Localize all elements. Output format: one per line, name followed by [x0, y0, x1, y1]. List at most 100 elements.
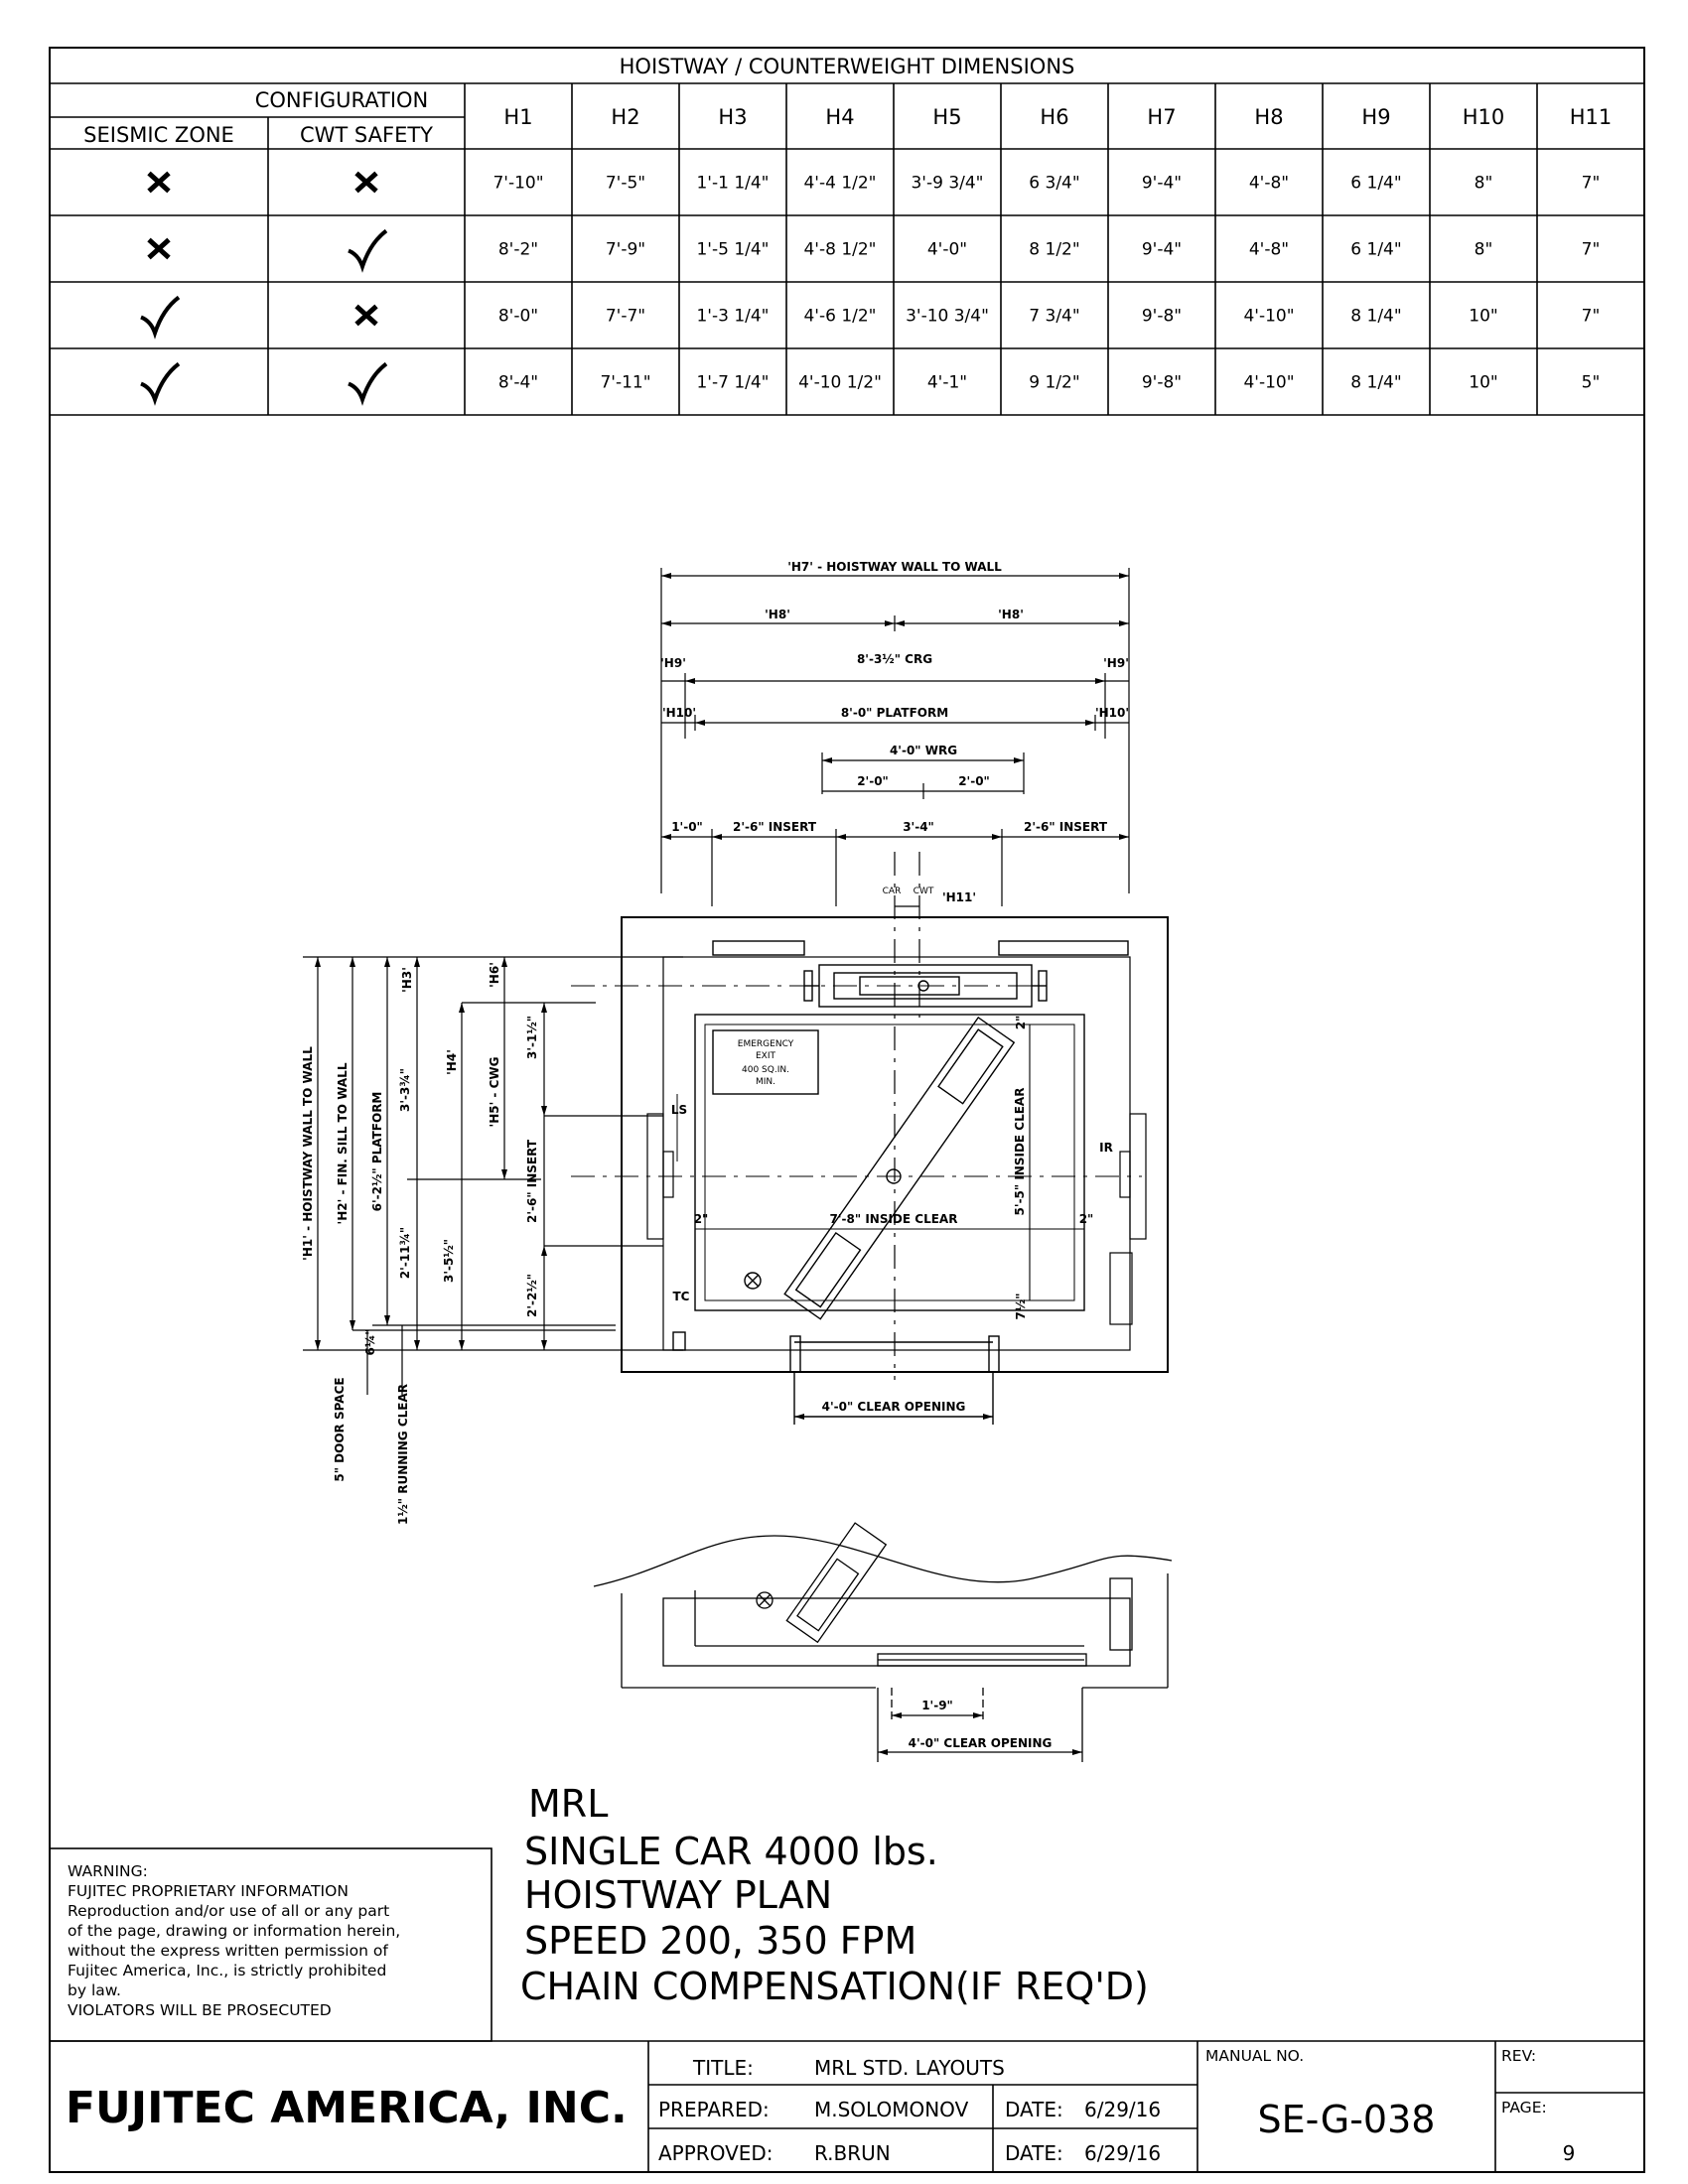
table-cell: 8'-4" [498, 373, 538, 393]
warning-line-8: VIOLATORS WILL BE PROSECUTED [68, 2001, 332, 2019]
h9-right-label: 'H9' [1103, 656, 1129, 670]
column-header-h9: H9 [1361, 105, 1390, 129]
h4-vertical: 'H4' [445, 1049, 459, 1075]
h9-left-label: 'H9' [660, 656, 686, 670]
column-header-h5: H5 [932, 105, 961, 129]
dim-arrowheads [661, 573, 1129, 840]
plan-labels: 'H7' - HOISTWAY WALL TO WALL 'H8' 'H8' '… [301, 560, 1129, 1750]
table-cell: 9'-8" [1142, 307, 1182, 327]
table-cell: 7'-9" [606, 240, 645, 260]
table-cell: 1'-5 1/4" [696, 240, 769, 260]
tc-label: TC [673, 1290, 690, 1303]
table-cell: 4'-6 1/2" [803, 307, 876, 327]
description-line-5: CHAIN COMPENSATION(IF REQ'D) [520, 1965, 1149, 2008]
wrg-half-right: 2'-0" [958, 774, 990, 788]
column-header-h7: H7 [1147, 105, 1176, 129]
table-cell: 3'-10 3/4" [906, 307, 989, 327]
page-label: PAGE: [1501, 2099, 1547, 2116]
hoistway-outline [621, 916, 1169, 1373]
table-cell: 8" [1475, 240, 1493, 260]
door-space-label: 5" DOOR SPACE [333, 1377, 347, 1481]
rev-label: REV: [1501, 2047, 1536, 2065]
seven-half-label: 7½" [1014, 1293, 1028, 1319]
table-cell: 7" [1582, 240, 1601, 260]
table-title: HOISTWAY / COUNTERWEIGHT DIMENSIONS [620, 55, 1075, 78]
detail-offset-label: 1'-9" [921, 1699, 953, 1712]
approved-value: R.BRUN [814, 2141, 891, 2165]
detail-clear-opening-label: 4'-0" CLEAR OPENING [909, 1736, 1053, 1750]
table-cell: 7'-5" [606, 174, 645, 194]
warning-text: WARNING: FUJITEC PROPRIETARY INFORMATION… [68, 1862, 400, 2019]
table-cell: 8'-0" [498, 307, 538, 327]
table-cell: 8 1/4" [1350, 373, 1401, 393]
inside-clear-width: 7'-8" INSIDE CLEAR [830, 1212, 958, 1226]
elevator-car [694, 1014, 1085, 1311]
date-value-2: 6/29/16 [1084, 2141, 1161, 2165]
table-cell: 5" [1582, 373, 1601, 393]
table-cell: 7'-10" [492, 174, 543, 194]
warning-line-5: without the express written permission o… [68, 1942, 388, 1960]
stretcher [783, 1016, 1016, 1320]
table-cell: 9 1/2" [1029, 373, 1079, 393]
warning-line-3: Reproduction and/or use of all or any pa… [68, 1902, 389, 1920]
prepared-value: M.SOLOMONOV [814, 2098, 969, 2121]
table-cell: 4'-10 1/2" [798, 373, 882, 393]
cl-car-label: CAR [883, 887, 902, 896]
approved-label: APPROVED: [658, 2141, 774, 2165]
h1-vertical: 'H1' - HOISTWAY WALL TO WALL [301, 1046, 315, 1261]
description-line-3: HOISTWAY PLAN [524, 1873, 832, 1917]
column-header-h2: H2 [611, 105, 639, 129]
wrg-label: 4'-0" WRG [890, 744, 957, 757]
h8-left-label: 'H8' [765, 608, 790, 621]
v-2-11-label: 2'-11¾" [398, 1227, 412, 1279]
table-cell: 8 1/2" [1029, 240, 1079, 260]
h11-label: 'H11' [942, 890, 976, 904]
column-header-h10: H10 [1463, 105, 1505, 129]
title-value: MRL STD. LAYOUTS [814, 2056, 1005, 2080]
seismic-row-3-check-icon [140, 295, 181, 340]
table-cell: 4'-8" [1249, 240, 1289, 260]
h3-vertical: 'H3' [400, 967, 414, 993]
insert-left-label: 2'-6" INSERT [733, 820, 817, 834]
two-in-top: 2" [1014, 1016, 1028, 1030]
table-cell: 1'-1 1/4" [696, 174, 769, 194]
platform-label: 8'-0" PLATFORM [841, 706, 948, 720]
table-cell: 9'-4" [1142, 174, 1182, 194]
insert-right-label: 2'-6" INSERT [1024, 820, 1108, 834]
table-cell: 8 1/4" [1350, 307, 1401, 327]
warning-line-7: by law. [68, 1981, 121, 1999]
seismic-row-2-x-icon [147, 237, 171, 260]
table-cell: 4'-10" [1243, 307, 1294, 327]
table-cell: 7 3/4" [1029, 307, 1079, 327]
v-3-3-label: 3'-3¾" [398, 1068, 412, 1112]
door-detail [593, 1535, 1173, 1762]
table-cell: 6 3/4" [1029, 174, 1079, 194]
date-label-2: DATE: [1005, 2141, 1063, 2165]
table-cell: 7'-11" [600, 373, 650, 393]
table-cell: 10" [1469, 307, 1497, 327]
column-header-h6: H6 [1040, 105, 1068, 129]
seg-mid-label: 3'-4" [903, 820, 934, 834]
seismic-row-1-x-icon [147, 171, 171, 194]
title-block [50, 2040, 1644, 2172]
warning-line-1: WARNING: [68, 1862, 148, 1880]
emergency-line-4: MIN. [756, 1077, 775, 1087]
page-value: 9 [1563, 2141, 1576, 2165]
ls-label: LS [671, 1103, 687, 1117]
table-cell: 4'-0" [927, 240, 967, 260]
h6-vertical: 'H6' [488, 962, 501, 988]
cwt-row-4-check-icon [348, 361, 388, 406]
cwt-header: CWT SAFETY [300, 123, 433, 147]
counterweight [712, 940, 1129, 1008]
v-3-1-label: 3'-1½" [525, 1016, 539, 1059]
h2-vertical: 'H2' - FIN. SILL TO WALL [336, 1062, 350, 1224]
warning-line-6: Fujitec America, Inc., is strictly prohi… [68, 1962, 386, 1979]
h10-right-label: 'H10' [1095, 706, 1129, 720]
warning-line-2: FUJITEC PROPRIETARY INFORMATION [68, 1882, 349, 1900]
emergency-line-2: EXIT [756, 1051, 776, 1061]
table-cell: 9'-4" [1142, 240, 1182, 260]
cl-cwt-label: CWT [914, 887, 934, 896]
platform-vertical: 6'-2½" PLATFORM [370, 1092, 384, 1212]
emergency-line-1: EMERGENCY [738, 1039, 794, 1049]
